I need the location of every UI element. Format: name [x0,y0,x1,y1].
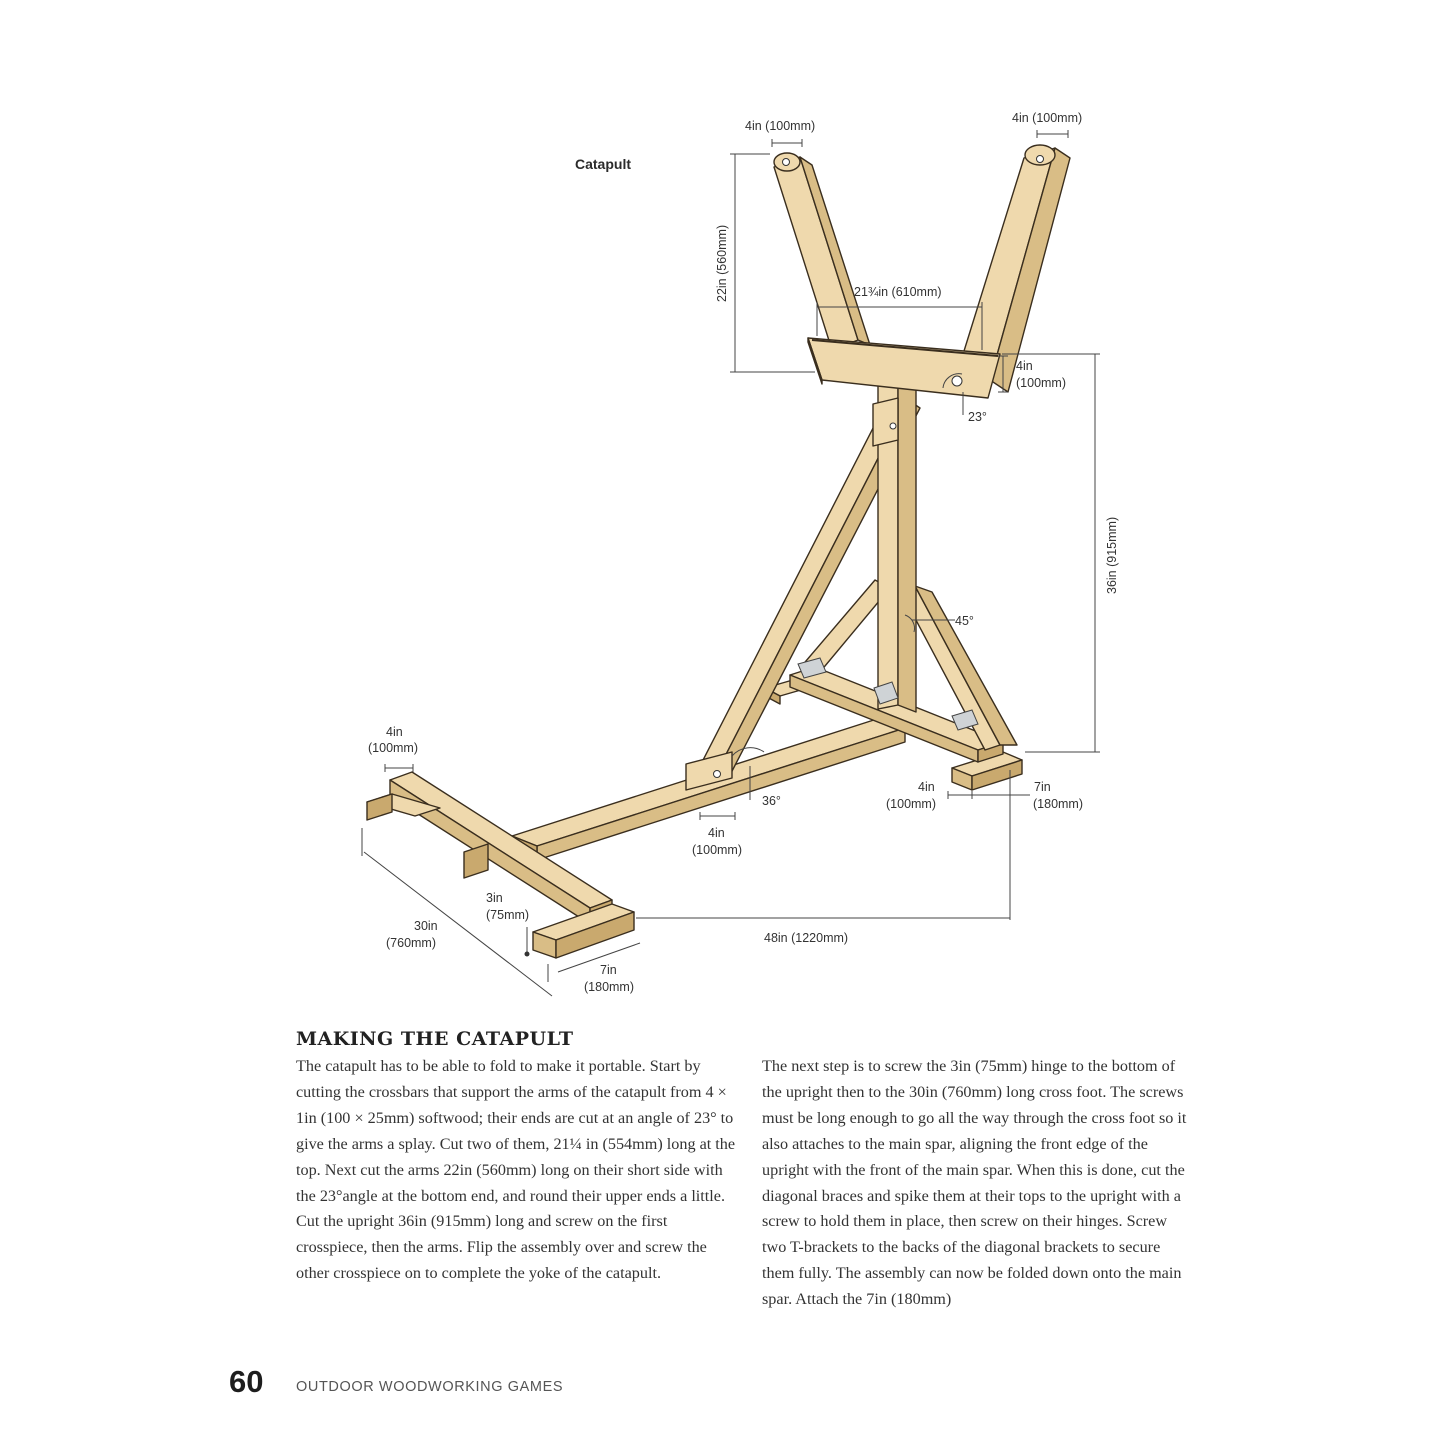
label-arm-left-width: 4in (100mm) [745,119,815,133]
label-rear-depth-mm: (180mm) [1033,797,1083,811]
angle-arcs [731,373,963,757]
label-rear-width-mm: (100mm) [886,797,936,811]
diagram-caption: Catapult [575,156,631,172]
running-title: OUTDOOR WOODWORKING GAMES [296,1379,564,1395]
catapult-diagram: Catapult [361,111,1119,997]
label-front-depth-mm: (180mm) [584,980,634,994]
label-hinge: 3in [486,891,503,905]
dimension-lines [361,130,1100,997]
label-arm-right-width: 4in (100mm) [1012,111,1082,125]
dimension-labels: 4in (100mm) 4in (100mm) 22in (560mm) 21¾… [368,111,1119,994]
label-crosspiece-height-mm: (100mm) [1016,376,1066,390]
label-foot-width-mm: (100mm) [368,741,418,755]
label-spar-length: 48in (1220mm) [764,931,848,945]
t-brackets [797,657,979,731]
label-spar-width: 4in [708,826,725,840]
label-brace-angle: 45° [955,614,974,628]
body-column-left: The catapult has to be able to fold to m… [296,1057,736,1283]
front-brace [685,394,921,791]
label-cross-foot-mm: (760mm) [386,936,436,950]
label-foot-width: 4in [386,725,403,739]
label-cross-foot: 30in [414,919,438,933]
label-rear-width: 4in [918,780,935,794]
yoke [773,144,1071,399]
label-yoke-width: 21¾in (610mm) [854,285,942,299]
label-yoke-angle: 23° [968,410,987,424]
label-crosspiece-height: 4in [1016,359,1033,373]
rear-brace [899,585,1018,751]
upright [872,378,917,713]
label-hinge-mm: (75mm) [486,908,529,922]
body-column-right: The next step is to screw the 3in (75mm)… [762,1057,1187,1309]
label-front-depth: 7in [600,963,617,977]
label-arm-length: 22in (560mm) [715,225,729,302]
label-rear-depth: 7in [1034,780,1051,794]
label-upright-height: 36in (915mm) [1105,517,1119,594]
label-spar-width-mm: (100mm) [692,843,742,857]
front-cross-foot [366,771,635,959]
section-heading: MAKING THE CATAPULT [296,1028,574,1050]
page-number: 60 [229,1364,264,1399]
label-spar-angle: 36° [762,794,781,808]
